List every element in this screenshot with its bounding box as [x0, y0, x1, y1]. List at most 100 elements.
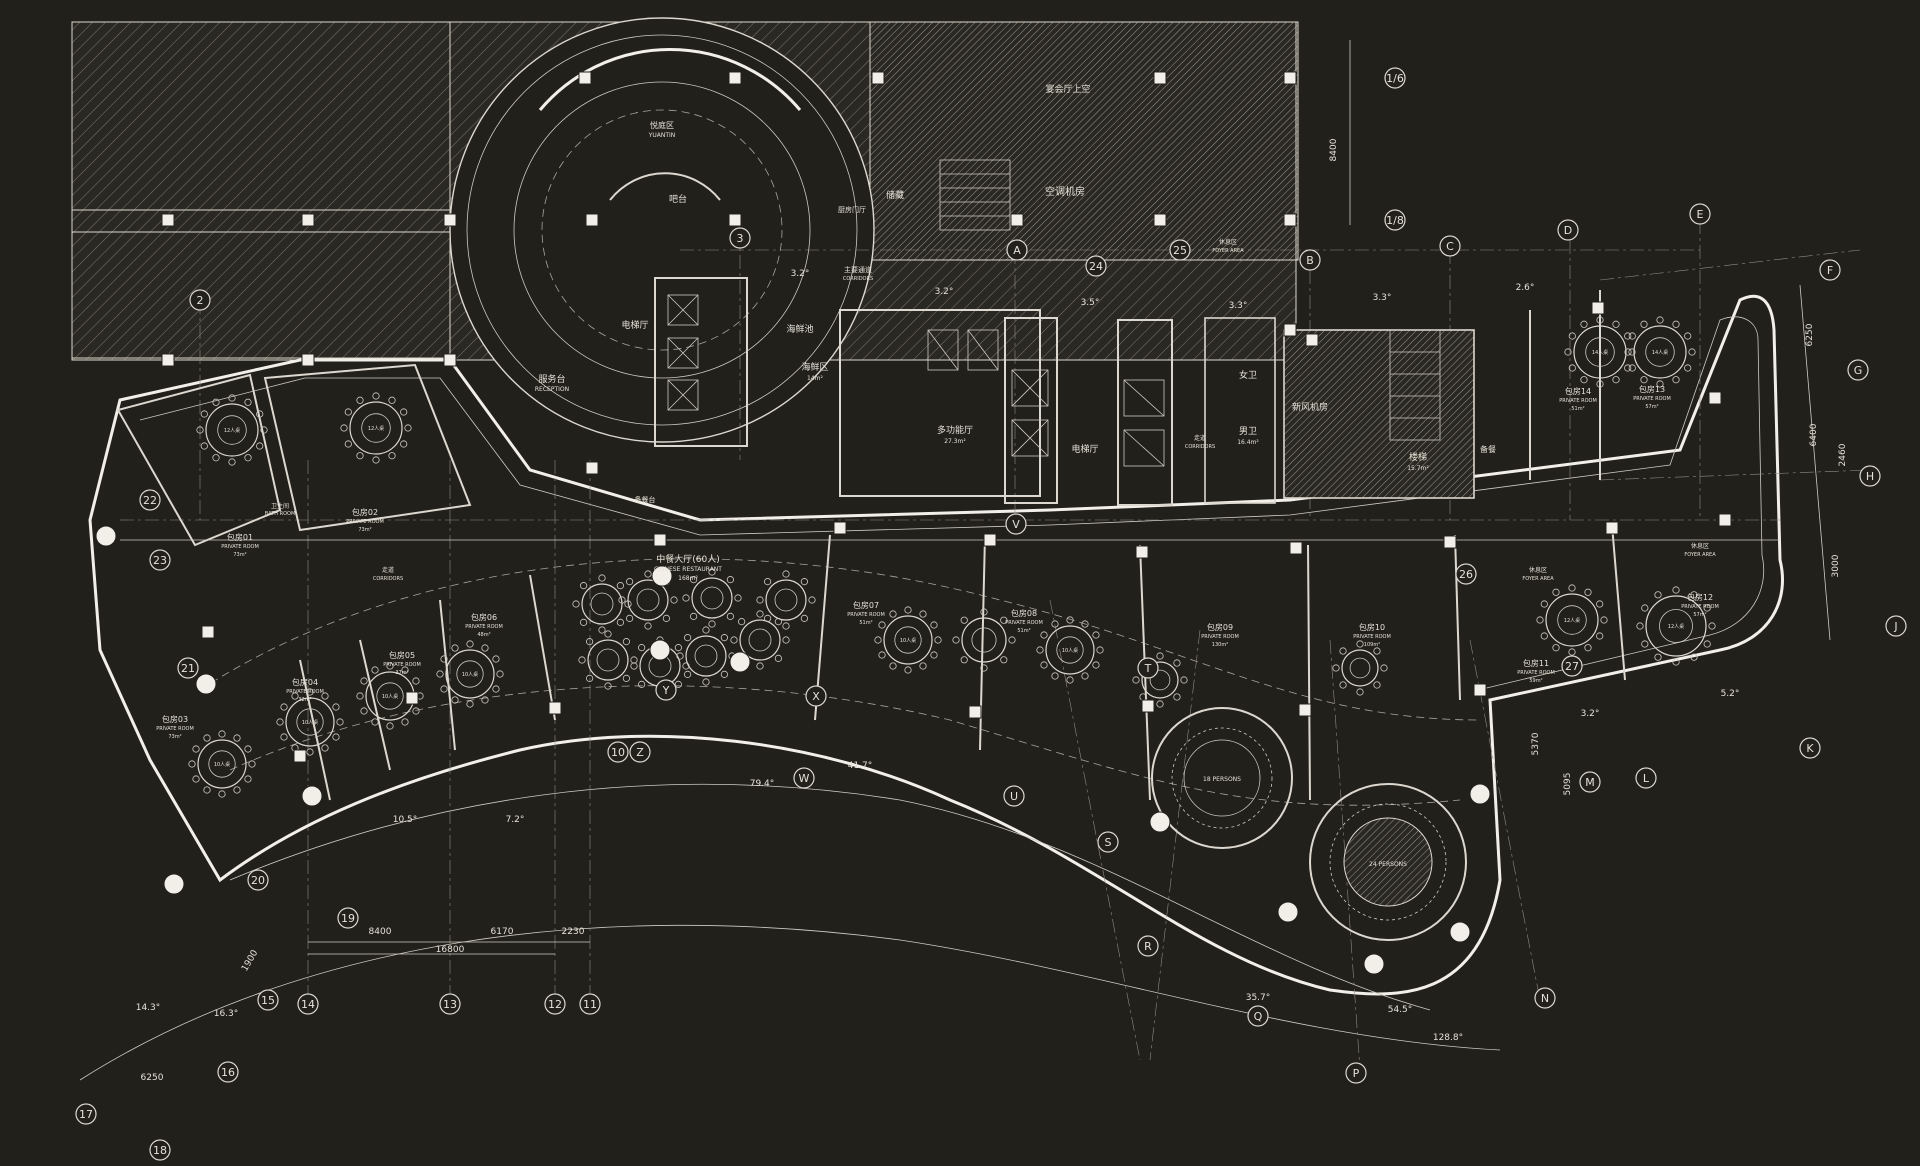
- round-table: 12人桌: [196, 394, 268, 466]
- dim-angle-15: 128.8°: [1433, 1033, 1463, 1043]
- svg-text:37m²: 37m²: [395, 670, 408, 676]
- grid-bubble: 11: [579, 993, 601, 1015]
- svg-text:包房06: 包房06: [471, 612, 497, 622]
- grid-bubble: N: [1534, 987, 1556, 1009]
- table-tag: 12人桌: [1668, 623, 1684, 630]
- round-table: 10人桌: [1036, 616, 1104, 684]
- column: [1473, 683, 1487, 697]
- round-table: 10人桌: [874, 606, 942, 674]
- dimension-strings: 8400 6170 2230 16800 8400 3.2° 3.2° 3.5°…: [136, 40, 1848, 1083]
- round-column: [1449, 921, 1471, 943]
- column: [1443, 535, 1457, 549]
- svg-text:10: 10: [611, 746, 625, 759]
- round-table: [676, 626, 736, 686]
- svg-text:2: 2: [197, 294, 204, 307]
- room-label-bar-counter: 吧台: [669, 193, 687, 205]
- svg-text:BATH ROOM: BATH ROOM: [265, 511, 296, 517]
- grid-bubble: 1/8: [1384, 209, 1406, 231]
- column: [1135, 545, 1149, 559]
- column: [1605, 521, 1619, 535]
- column: [161, 353, 175, 367]
- columns: [95, 71, 1732, 975]
- svg-text:19: 19: [341, 912, 355, 925]
- svg-text:RECEPTION: RECEPTION: [535, 386, 569, 393]
- dim-angle-13: 35.7°: [1246, 993, 1271, 1003]
- svg-text:11: 11: [583, 998, 597, 1011]
- svg-text:多功能厅: 多功能厅: [937, 424, 973, 436]
- dim-angle-10: 41.7°: [848, 761, 873, 771]
- svg-text:包房11: 包房11: [1523, 658, 1549, 668]
- grid-bubble: 15: [257, 989, 279, 1011]
- svg-text:16.4m²: 16.4m²: [1237, 439, 1259, 446]
- svg-text:宴会厅上空: 宴会厅上空: [1045, 83, 1090, 95]
- svg-text:D: D: [1564, 224, 1572, 237]
- grid-bubble: E: [1689, 203, 1711, 225]
- round-column: [651, 565, 673, 587]
- column: [728, 71, 742, 85]
- svg-text:12: 12: [548, 998, 562, 1011]
- room-label-womens-wc: 女卫: [1239, 369, 1257, 381]
- svg-text:电梯厅: 电梯厅: [621, 319, 648, 331]
- svg-text:22: 22: [143, 494, 157, 507]
- column: [1289, 541, 1303, 555]
- svg-text:W: W: [799, 772, 810, 785]
- grid-bubble: 27: [1561, 655, 1583, 677]
- svg-text:24 PERSONS: 24 PERSONS: [1369, 861, 1407, 868]
- svg-text:59m²: 59m²: [1529, 678, 1542, 684]
- svg-text:32m²: 32m²: [298, 697, 311, 703]
- svg-text:CORRIDORS: CORRIDORS: [1185, 444, 1215, 450]
- svg-text:休息区: 休息区: [1691, 542, 1709, 550]
- column: [871, 71, 885, 85]
- grid-bubble: 25: [1169, 239, 1191, 261]
- svg-text:Q: Q: [1254, 1010, 1263, 1023]
- svg-text:27: 27: [1565, 660, 1579, 673]
- svg-text:服务台: 服务台: [538, 373, 565, 385]
- svg-text:新风机房: 新风机房: [1292, 401, 1328, 413]
- svg-text:休息区: 休息区: [1219, 238, 1237, 246]
- svg-text:主要通道: 主要通道: [844, 265, 872, 274]
- grid-bubble: V: [1005, 513, 1027, 535]
- svg-text:73m²: 73m²: [168, 734, 181, 740]
- column: [1283, 213, 1297, 227]
- column: [728, 213, 742, 227]
- round-table: 12人桌: [340, 392, 412, 464]
- svg-text:PRIVATE ROOM: PRIVATE ROOM: [1353, 634, 1391, 640]
- dim-6170: 6170: [491, 927, 514, 937]
- column: [983, 533, 997, 547]
- dim-5370: 5370: [1531, 732, 1541, 755]
- svg-text:CHINESE RESTAURANT: CHINESE RESTAURANT: [654, 566, 722, 573]
- svg-text:包房10: 包房10: [1359, 622, 1385, 632]
- round-table: [572, 574, 632, 634]
- column: [405, 691, 419, 705]
- column: [1153, 213, 1167, 227]
- grid-bubble: J: [1885, 615, 1907, 637]
- dim-2460: 2460: [1838, 443, 1848, 466]
- svg-text:T: T: [1144, 662, 1152, 675]
- round-column: [1277, 901, 1299, 923]
- dim-6250-a: 6250: [141, 1073, 164, 1083]
- svg-text:休息区: 休息区: [1529, 566, 1547, 574]
- svg-text:PRIVATE ROOM: PRIVATE ROOM: [847, 612, 885, 618]
- grid-bubble: B: [1299, 249, 1321, 271]
- dim-8400: 8400: [369, 927, 392, 937]
- column: [1591, 301, 1605, 315]
- grid-bubble: W: [793, 767, 815, 789]
- svg-text:包房01: 包房01: [227, 532, 253, 542]
- svg-text:14m²: 14m²: [807, 375, 823, 382]
- table-tag: 10人桌: [382, 693, 398, 700]
- dim-8400-vertical: 8400: [1329, 138, 1339, 161]
- svg-text:73m²: 73m²: [233, 552, 246, 558]
